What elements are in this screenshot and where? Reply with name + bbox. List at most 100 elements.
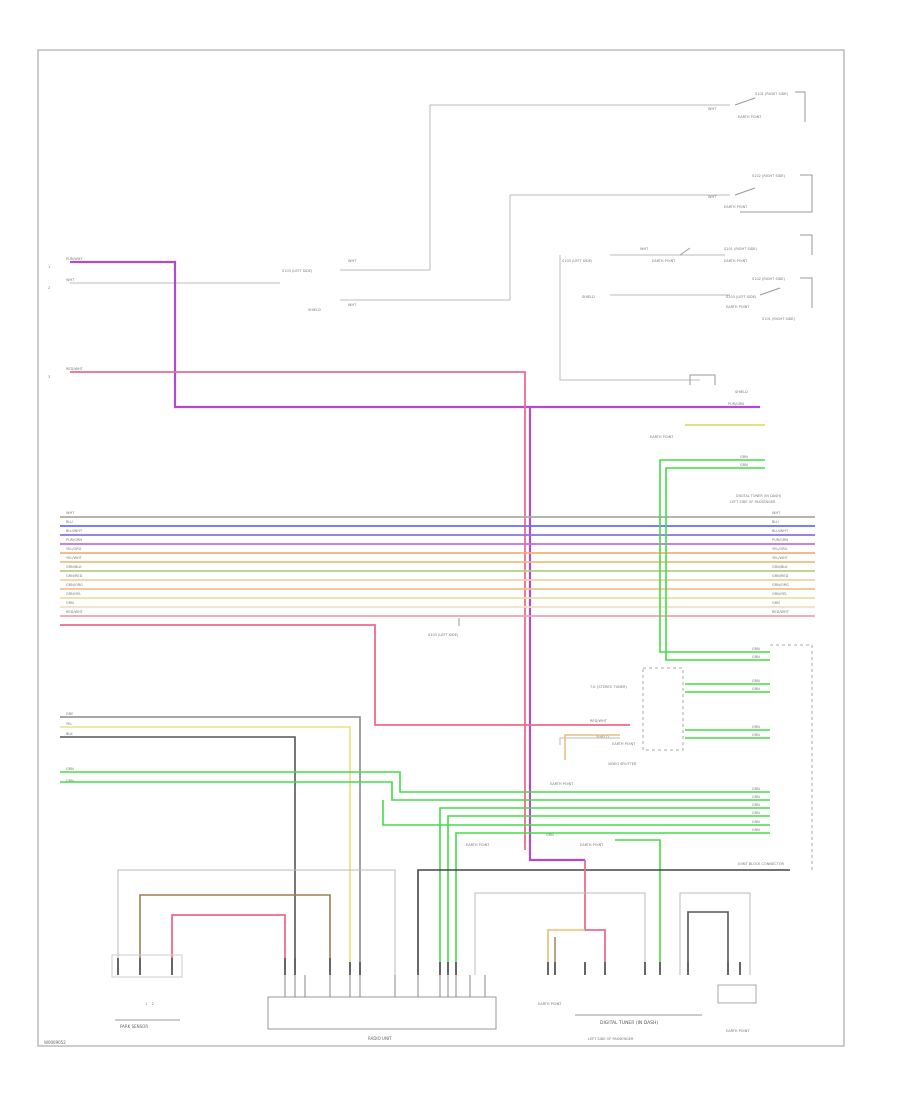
svg-text:WHT: WHT: [708, 107, 717, 111]
park-sensor: 1 2 PARK SENSOR: [111, 869, 396, 1029]
earth-point-lower-label: EARTH POINT: [550, 782, 574, 786]
joint-block-connector: [770, 644, 813, 870]
svg-text:GRN: GRN: [752, 820, 760, 824]
svg-text:GRN/ORG: GRN/ORG: [66, 583, 83, 587]
svg-text:WHT: WHT: [348, 259, 357, 263]
svg-text:GRN: GRN: [752, 795, 760, 799]
shield-right-label: SHIELD: [735, 390, 748, 394]
svg-text:3: 3: [48, 375, 50, 379]
svg-text:GRN: GRN: [752, 811, 760, 815]
earth-connector-right: EARTH POINT: [679, 892, 757, 1033]
top-right-labels: S101 (RIGHT SIDE) WHT EARTH POINT S102 (…: [282, 92, 796, 321]
red-wire-tuner: [584, 860, 606, 975]
svg-text:BLU/WHT: BLU/WHT: [66, 529, 83, 533]
joint-block-label: JOINT BLOCK CONNECTOR: [737, 862, 785, 866]
green-right-labels: GRN GRN GRN GRN GRN GRN GRN GRN: [740, 455, 760, 737]
purple-wire: [70, 260, 760, 409]
svg-text:GRN: GRN: [752, 725, 760, 729]
svg-text:RADIO UNIT: RADIO UNIT: [368, 1036, 392, 1041]
svg-text:S103 (LEFT SIDE): S103 (LEFT SIDE): [726, 295, 757, 299]
svg-text:GRN: GRN: [66, 779, 74, 783]
wire-harness: [60, 516, 815, 617]
svg-text:WHT: WHT: [66, 278, 75, 282]
top-right-connector-stubs: [679, 91, 813, 385]
video-splitter-tv-label: T.V. (STEREO TUNER): [589, 685, 627, 689]
svg-text:WHT: WHT: [772, 511, 781, 515]
radio-unit: RADIO UNIT: [267, 996, 497, 1041]
svg-text:GRN: GRN: [752, 803, 760, 807]
svg-text:GRN/BLK: GRN/BLK: [66, 565, 82, 569]
svg-text:GRN: GRN: [752, 687, 760, 691]
lower-left-wires: [60, 716, 361, 975]
svg-text:S102 (RIGHT SIDE): S102 (RIGHT SIDE): [752, 174, 786, 178]
svg-text:EARTH POINT: EARTH POINT: [538, 1002, 562, 1006]
svg-text:GRN: GRN: [772, 601, 780, 605]
red-wire-mid: [60, 624, 630, 726]
svg-text:1: 1: [48, 265, 50, 269]
svg-text:RED/WHT: RED/WHT: [772, 610, 790, 614]
svg-text:1 2: 1 2: [145, 1002, 154, 1006]
svg-text:YEL/WHT: YEL/WHT: [772, 556, 789, 560]
svg-text:2: 2: [48, 286, 50, 290]
digital-tuner: DIGITAL TUNER (IN DASH) LEFT SIDE OF PAS…: [474, 892, 702, 1041]
svg-text:GRN/BLK: GRN/BLK: [772, 565, 788, 569]
svg-text:BLU: BLU: [772, 520, 779, 524]
svg-text:DIGITAL TUNER (IN DASH): DIGITAL TUNER (IN DASH): [600, 1020, 658, 1026]
splitter-earth-label: EARTH POINT: [612, 742, 636, 746]
svg-text:GRN/RED: GRN/RED: [772, 574, 789, 578]
green-lower-labels: GRN GRN GRN GRN GRN GRN GRN EARTH POINT …: [466, 787, 760, 847]
footer-code: W0009052: [44, 1040, 66, 1045]
svg-text:YEL/ORG: YEL/ORG: [772, 547, 788, 551]
svg-text:BLU: BLU: [66, 520, 73, 524]
svg-text:EARTH POINT: EARTH POINT: [652, 259, 676, 263]
svg-text:EARTH POINT: EARTH POINT: [466, 843, 490, 847]
svg-text:PARK SENSOR: PARK SENSOR: [120, 1024, 148, 1029]
svg-text:WHT: WHT: [708, 195, 717, 199]
svg-text:BLK: BLK: [66, 732, 73, 736]
svg-text:S101 (RIGHT SIDE): S101 (RIGHT SIDE): [724, 247, 758, 251]
video-splitter-label: VIDEO SPLITTER: [608, 762, 637, 766]
svg-text:EARTH POINT: EARTH POINT: [726, 1029, 750, 1033]
svg-text:GRN: GRN: [546, 833, 554, 837]
digital-tuner-upper-label: DIGITAL TUNER (IN DASH): [736, 494, 782, 498]
harness-labels-left: WHT BLU BLU/WHT PUR/GRN YEL/ORG YEL/WHT …: [66, 511, 84, 614]
svg-text:GRN: GRN: [752, 655, 760, 659]
svg-text:WHT: WHT: [66, 511, 75, 515]
svg-text:PUR/WHT: PUR/WHT: [66, 257, 83, 261]
svg-text:S102 (RIGHT SIDE): S102 (RIGHT SIDE): [752, 277, 786, 281]
lower-left-labels: GRY YEL BLK GRN GRN: [66, 712, 74, 783]
svg-text:EARTH POINT: EARTH POINT: [738, 115, 762, 119]
svg-text:WHT: WHT: [640, 247, 649, 251]
svg-text:GRN: GRN: [740, 455, 748, 459]
svg-text:EARTH POINT: EARTH POINT: [724, 205, 748, 209]
svg-text:GRN: GRN: [66, 767, 74, 771]
svg-text:WHT: WHT: [348, 303, 357, 307]
splitter-orange-stub: [564, 734, 620, 760]
svg-text:GRN: GRN: [752, 647, 760, 651]
svg-text:GRN/ORG: GRN/ORG: [772, 583, 789, 587]
green-lower-harness: [60, 771, 770, 975]
svg-text:EARTH POINT: EARTH POINT: [726, 305, 750, 309]
svg-text:SHIELD: SHIELD: [308, 308, 321, 312]
green-wires-right: [659, 459, 770, 739]
svg-text:GRY: GRY: [66, 712, 74, 716]
svg-text:PUR/GRN: PUR/GRN: [772, 538, 788, 542]
harness-connector-label: S103 (LEFT SIDE): [428, 633, 459, 637]
svg-text:S101 (RIGHT SIDE): S101 (RIGHT SIDE): [755, 92, 789, 96]
svg-text:GRN/YEL: GRN/YEL: [772, 592, 787, 596]
svg-text:GRN: GRN: [740, 463, 748, 467]
svg-text:YEL/ORG: YEL/ORG: [66, 547, 82, 551]
svg-text:EARTH POINT: EARTH POINT: [724, 259, 748, 263]
red-wire-top: [70, 371, 526, 850]
harness-labels-right: WHT BLU BLU/WHT PUR/GRN YEL/ORG YEL/WHT …: [772, 511, 790, 614]
svg-text:GRN: GRN: [752, 828, 760, 832]
svg-text:GRN: GRN: [752, 733, 760, 737]
svg-text:SHIELD: SHIELD: [582, 295, 595, 299]
svg-text:PUR/GRN: PUR/GRN: [66, 538, 82, 542]
svg-text:BLU/WHT: BLU/WHT: [772, 529, 789, 533]
splitter-red-label: RED/WHT: [590, 719, 608, 723]
svg-text:S101 (RIGHT SIDE): S101 (RIGHT SIDE): [762, 317, 796, 321]
svg-text:GRN: GRN: [66, 601, 74, 605]
splitter-shield-wire: [559, 737, 620, 745]
